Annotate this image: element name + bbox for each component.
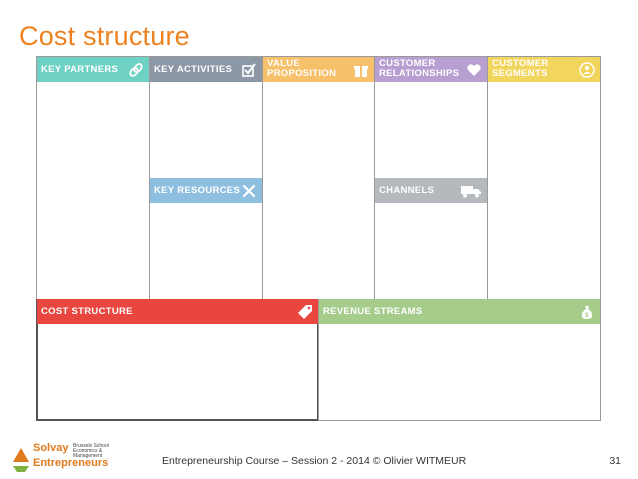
cost-structure-header: COST STRUCTURE (37, 299, 318, 324)
value-proposition-header: VALUE PROPOSITION (263, 57, 374, 82)
money-bag-icon: $ (578, 303, 596, 321)
page-title: Cost structure (19, 21, 190, 51)
key-partners-header: KEY PARTNERS (37, 57, 149, 82)
customer-relationships-label-line2: RELATIONSHIPS (379, 68, 460, 79)
value-proposition-label-line1: VALUE (267, 58, 300, 69)
cost-structure-label: COST STRUCTURE (41, 305, 133, 317)
value-proposition-label-line2: PROPOSITION (267, 68, 337, 79)
logo-subtext-line2: Economics & Management (73, 448, 103, 459)
channels-header: CHANNELS (375, 178, 487, 203)
customer-segments-label-line1: CUSTOMER (492, 58, 549, 69)
revenue-streams-header: REVENUE STREAMS $ (319, 299, 600, 324)
key-partners-block[interactable] (36, 56, 150, 300)
people-icon (578, 61, 596, 79)
solvay-entrepreneurs-logo: Solvay Brussels School Economics & Manag… (11, 442, 131, 472)
link-icon (127, 61, 145, 79)
checkbox-icon (240, 61, 258, 79)
business-model-canvas: KEY PARTNERS KEY ACTIVITIES KEY RESOURCE… (36, 56, 601, 421)
logo-mark-icon (13, 448, 29, 472)
key-resources-label: KEY RESOURCES (154, 184, 241, 196)
value-proposition-block[interactable] (262, 56, 375, 300)
customer-segments-header: CUSTOMER SEGMENTS (488, 57, 600, 82)
customer-relationships-header: CUSTOMER RELATIONSHIPS (375, 57, 487, 82)
logo-subtext-line1: Brussels School (73, 443, 109, 449)
svg-text:$: $ (585, 313, 589, 319)
revenue-streams-label: REVENUE STREAMS (323, 305, 423, 317)
key-resources-header: KEY RESOURCES (150, 178, 262, 203)
heart-icon (465, 61, 483, 79)
customer-segments-block[interactable] (487, 56, 601, 300)
key-partners-label: KEY PARTNERS (41, 63, 119, 75)
logo-text-solvay: Solvay (33, 442, 69, 454)
customer-segments-label-line2: SEGMENTS (492, 68, 548, 79)
tools-icon (240, 182, 258, 200)
footer-text: Entrepreneurship Course – Session 2 - 20… (162, 455, 467, 467)
key-activities-label: KEY ACTIVITIES (154, 63, 233, 75)
gift-icon (352, 61, 370, 79)
price-tag-icon (296, 303, 314, 321)
key-activities-header: KEY ACTIVITIES (150, 57, 262, 82)
logo-text-entrepreneurs: Entrepreneurs (33, 457, 109, 469)
page-number: 31 (609, 455, 621, 467)
customer-relationships-label-line1: CUSTOMER (379, 58, 436, 69)
truck-icon (459, 182, 483, 200)
channels-label: CHANNELS (379, 184, 435, 196)
logo-subtext: Brussels School Economics & Management (73, 444, 131, 459)
